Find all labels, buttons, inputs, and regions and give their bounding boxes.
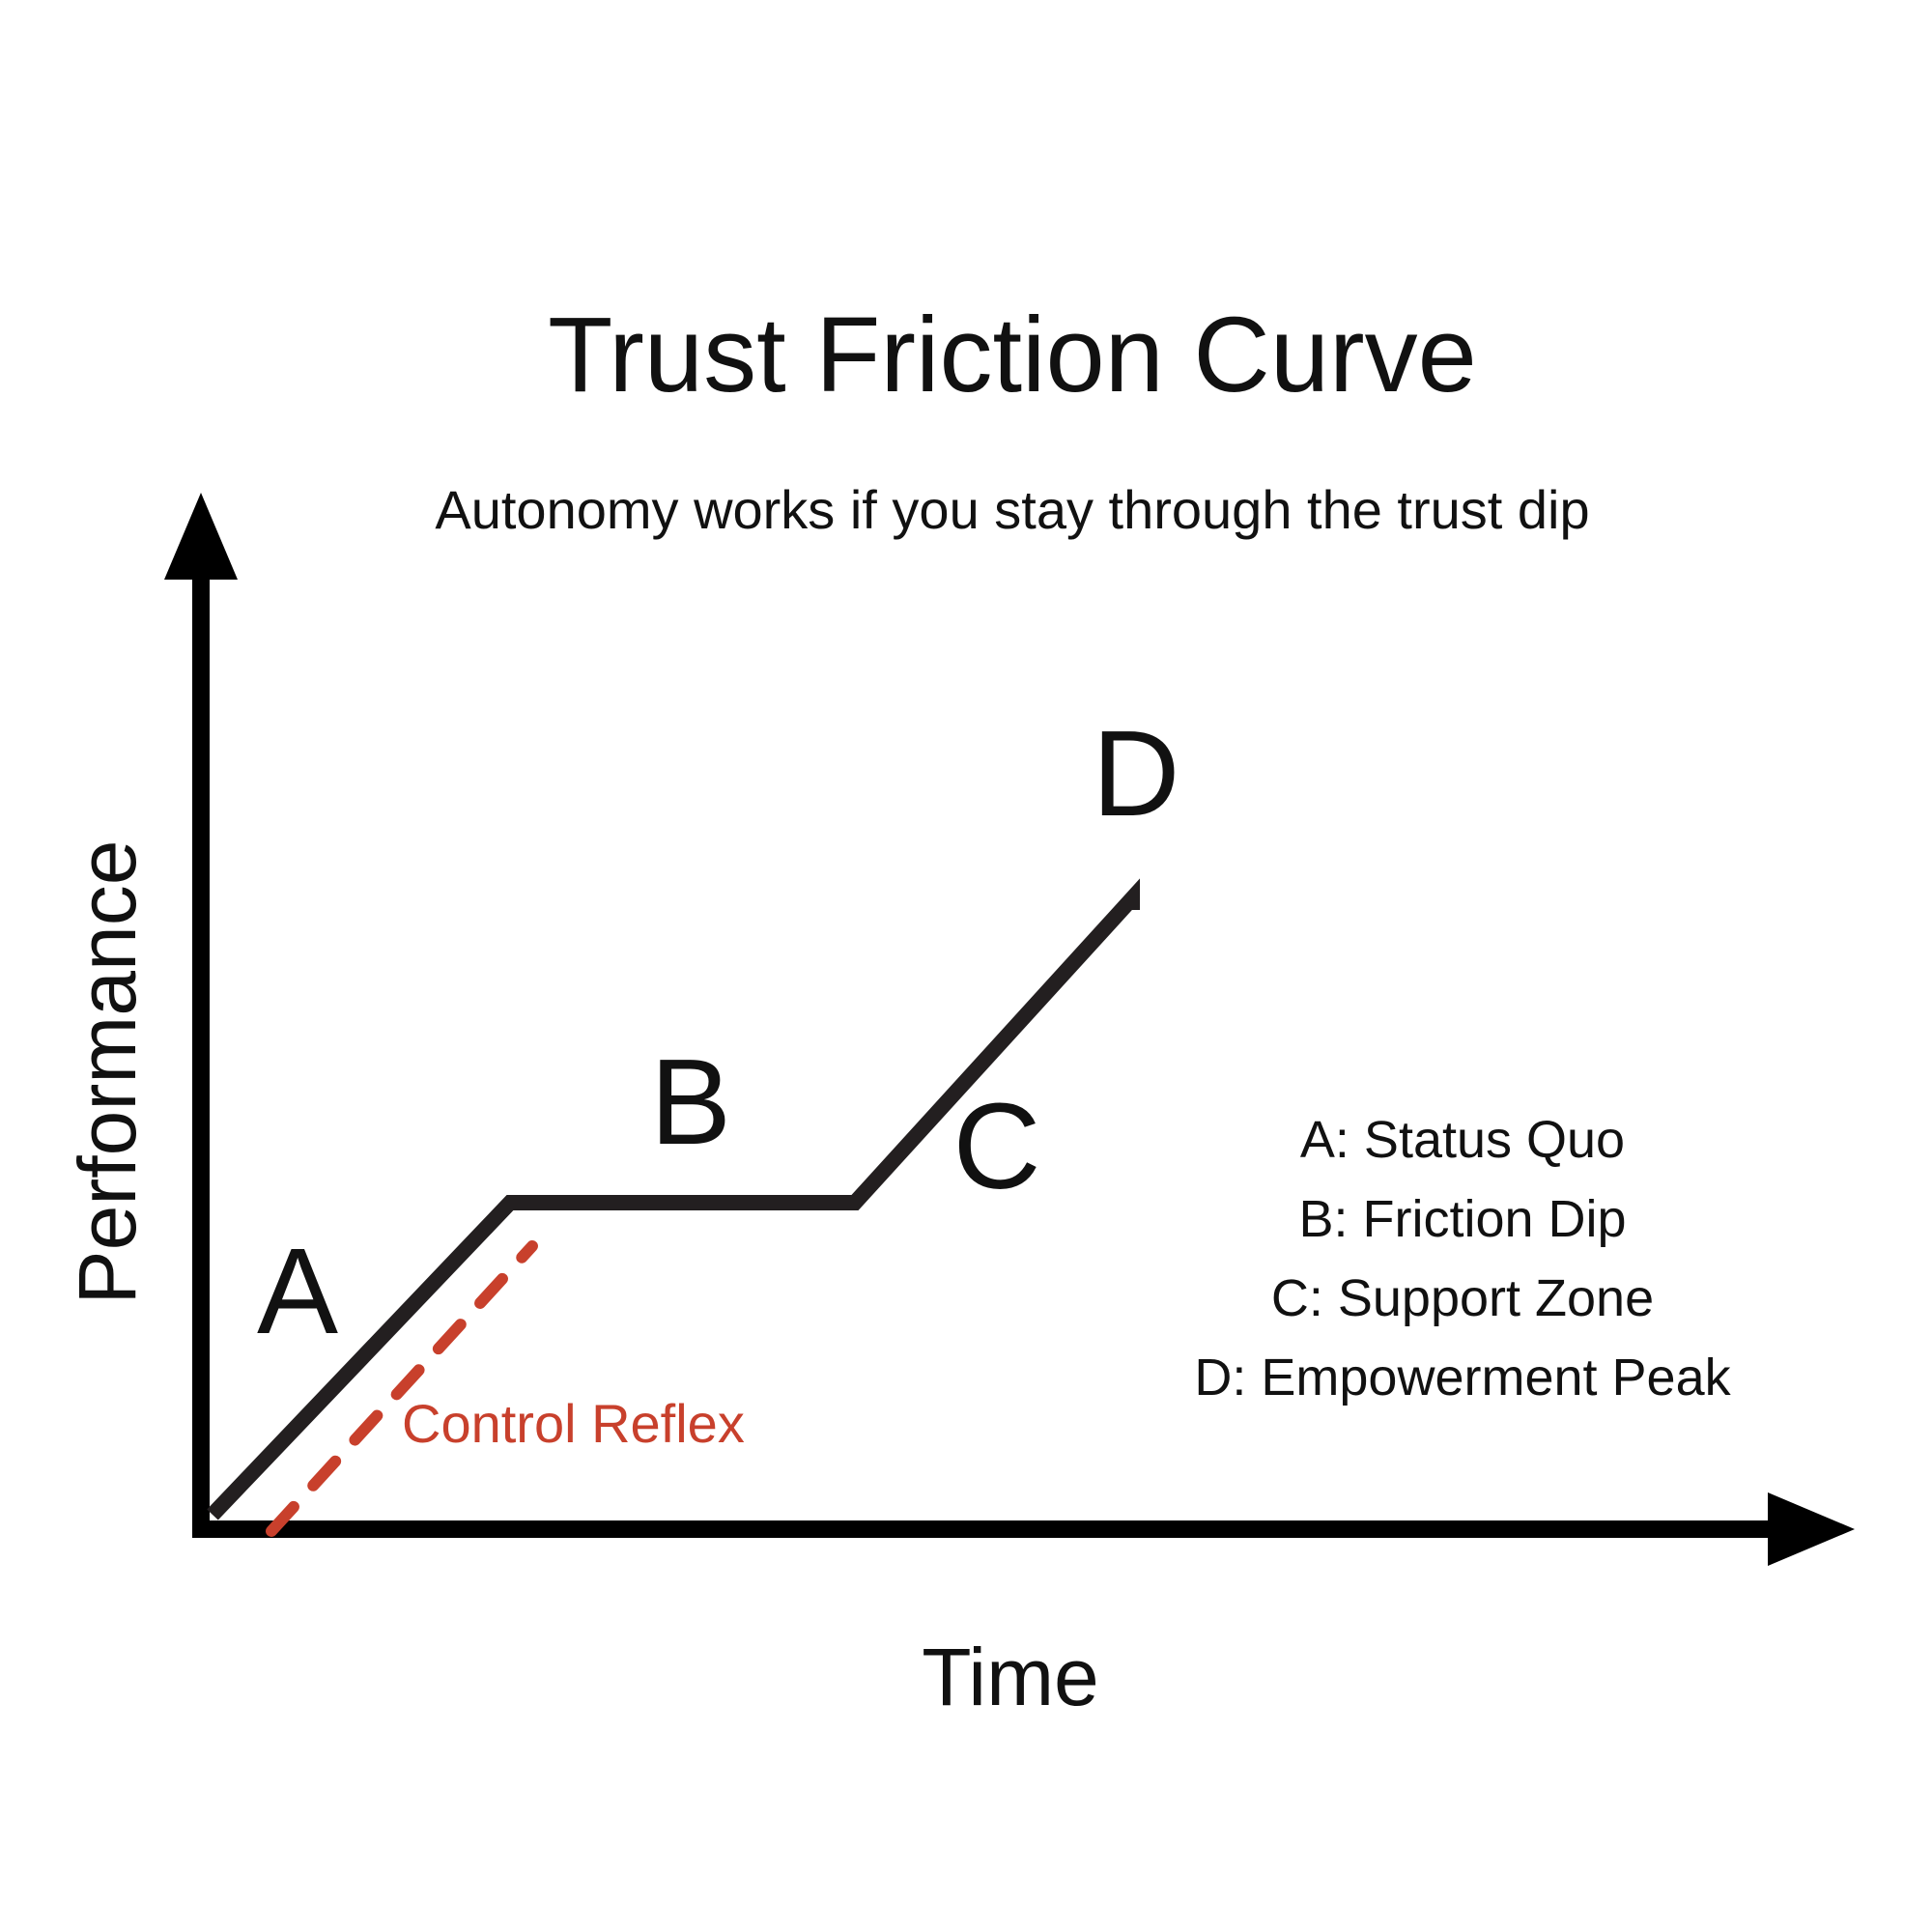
legend-item-b: B: Friction Dip [1298, 1190, 1626, 1248]
point-label-a: A [257, 1223, 338, 1359]
point-label-d: D [1093, 705, 1180, 841]
x-axis-arrowhead [1768, 1492, 1855, 1566]
x-axis-label: Time [922, 1632, 1099, 1722]
y-axis-arrowhead [164, 493, 238, 580]
legend-item-d: D: Empowerment Peak [1194, 1349, 1731, 1406]
diagram-subtitle: Autonomy works if you stay through the t… [435, 479, 1589, 540]
legend-item-c: C: Support Zone [1271, 1269, 1654, 1327]
control-reflex-label: Control Reflex [402, 1393, 745, 1454]
diagram-title: Trust Friction Curve [548, 296, 1477, 414]
legend: A: Status Quo B: Friction Dip C: Support… [1194, 1111, 1731, 1406]
control-reflex-line [266, 1240, 538, 1537]
point-label-c: C [953, 1078, 1041, 1214]
legend-item-a: A: Status Quo [1300, 1111, 1625, 1169]
point-label-b: B [650, 1034, 731, 1170]
trust-curve-line [207, 878, 1140, 1520]
y-axis-label: Performance [62, 840, 153, 1305]
